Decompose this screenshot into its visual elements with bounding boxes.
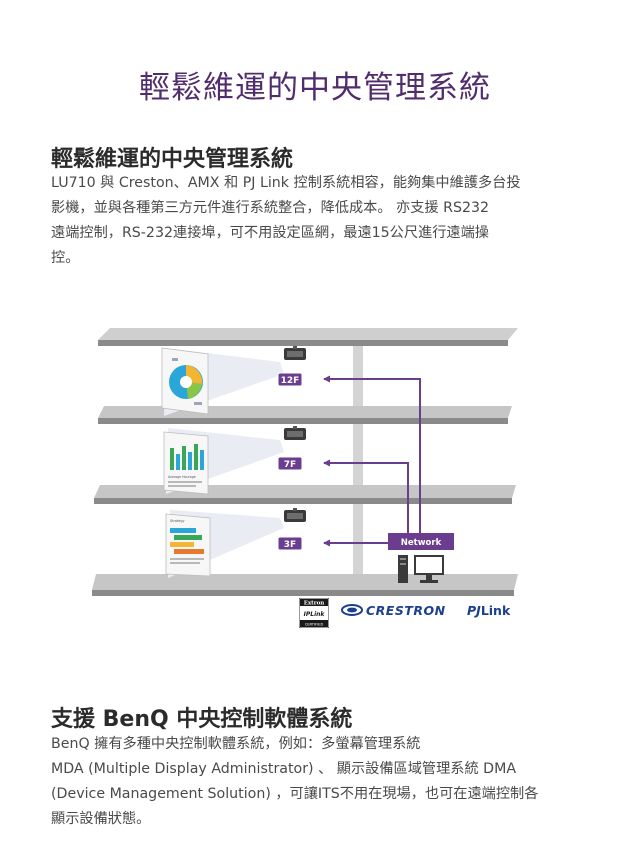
paragraph-line: 遠端控制，RS-232連接埠，可不用設定區網，最遠15公尺進行遠端操 (51, 225, 489, 241)
svg-text:3F: 3F (284, 540, 296, 550)
shelf-bottom (92, 574, 518, 596)
projection-screen-pie-chart (161, 347, 209, 415)
pjlink-pj: PJ (467, 603, 481, 618)
floor-tag-7f: 7F (277, 456, 303, 471)
paragraph-line: 控。 (51, 250, 80, 266)
floor-tag-3f: 3F (277, 536, 303, 551)
network-box: Network (388, 533, 454, 550)
svg-text:12F: 12F (281, 376, 300, 386)
wall-partition (353, 340, 363, 590)
svg-text:7F: 7F (284, 460, 296, 470)
network-lines (323, 375, 421, 547)
paragraph-line: MDA (Multiple Display Administrator) 、 顯… (51, 761, 517, 777)
paragraph-line: LU710 與 Creston、AMX 和 PJ Link 控制系統相容，能夠集… (51, 175, 521, 191)
paragraph-line: 顯示設備狀態。 (51, 811, 151, 827)
shelf-floor-12f (98, 406, 512, 424)
paragraph-line: (Device Management Solution) ，可讓ITS不用在現場… (51, 786, 539, 802)
projector-3f (284, 508, 306, 522)
svg-text:IPLink: IPLink (304, 611, 326, 618)
floor-tag-12f: 12F (277, 372, 303, 387)
extron-iplink-logo: Extron IPLink CERTIFIED (299, 598, 329, 628)
slide-mini-text: Average Hourage (168, 475, 196, 479)
crestron-logo: CRESTRON (341, 603, 446, 618)
network-control-diagram: Average Hourage Strategy 12F 7F (92, 328, 518, 596)
computer-icon (398, 555, 444, 583)
pjlink-link: Link (480, 603, 511, 618)
crestron-swoosh-icon (341, 604, 363, 616)
shelf-top (98, 328, 518, 346)
svg-text:CERTIFIED: CERTIFIED (305, 623, 324, 627)
projector-12f (284, 346, 306, 360)
svg-text:Network: Network (401, 538, 442, 548)
projection-screen-strategy: Strategy (165, 513, 211, 577)
crestron-wordmark: CRESTRON (366, 603, 446, 618)
section-heading-benq-software: 支援 BenQ 中央控制軟體系統 (51, 707, 353, 732)
slide-mini-text: Strategy (170, 519, 185, 523)
projection-screen-bar-chart: Average Hourage (163, 431, 209, 495)
shelf-floor-7f (94, 485, 516, 504)
section-paragraph-benq-software: BenQ 擁有多種中央控制軟體系統，例如：多螢幕管理系統 MDA (Multip… (51, 732, 591, 832)
projector-7f (284, 426, 306, 440)
section-heading-central-management: 輕鬆維運的中央管理系統 (51, 147, 294, 172)
page-title: 輕鬆維運的中央管理系統 (139, 70, 491, 106)
paragraph-line: BenQ 擁有多種中央控制軟體系統，例如：多螢幕管理系統 (51, 736, 421, 752)
section-paragraph-central-management: LU710 與 Creston、AMX 和 PJ Link 控制系統相容，能夠集… (51, 171, 591, 271)
paragraph-line: 影機，並與各種第三方元件進行系統整合，降低成本。 亦支援 RS232 (51, 200, 490, 216)
svg-text:Extron: Extron (304, 601, 325, 607)
pjlink-logo: PJLink (467, 603, 510, 618)
